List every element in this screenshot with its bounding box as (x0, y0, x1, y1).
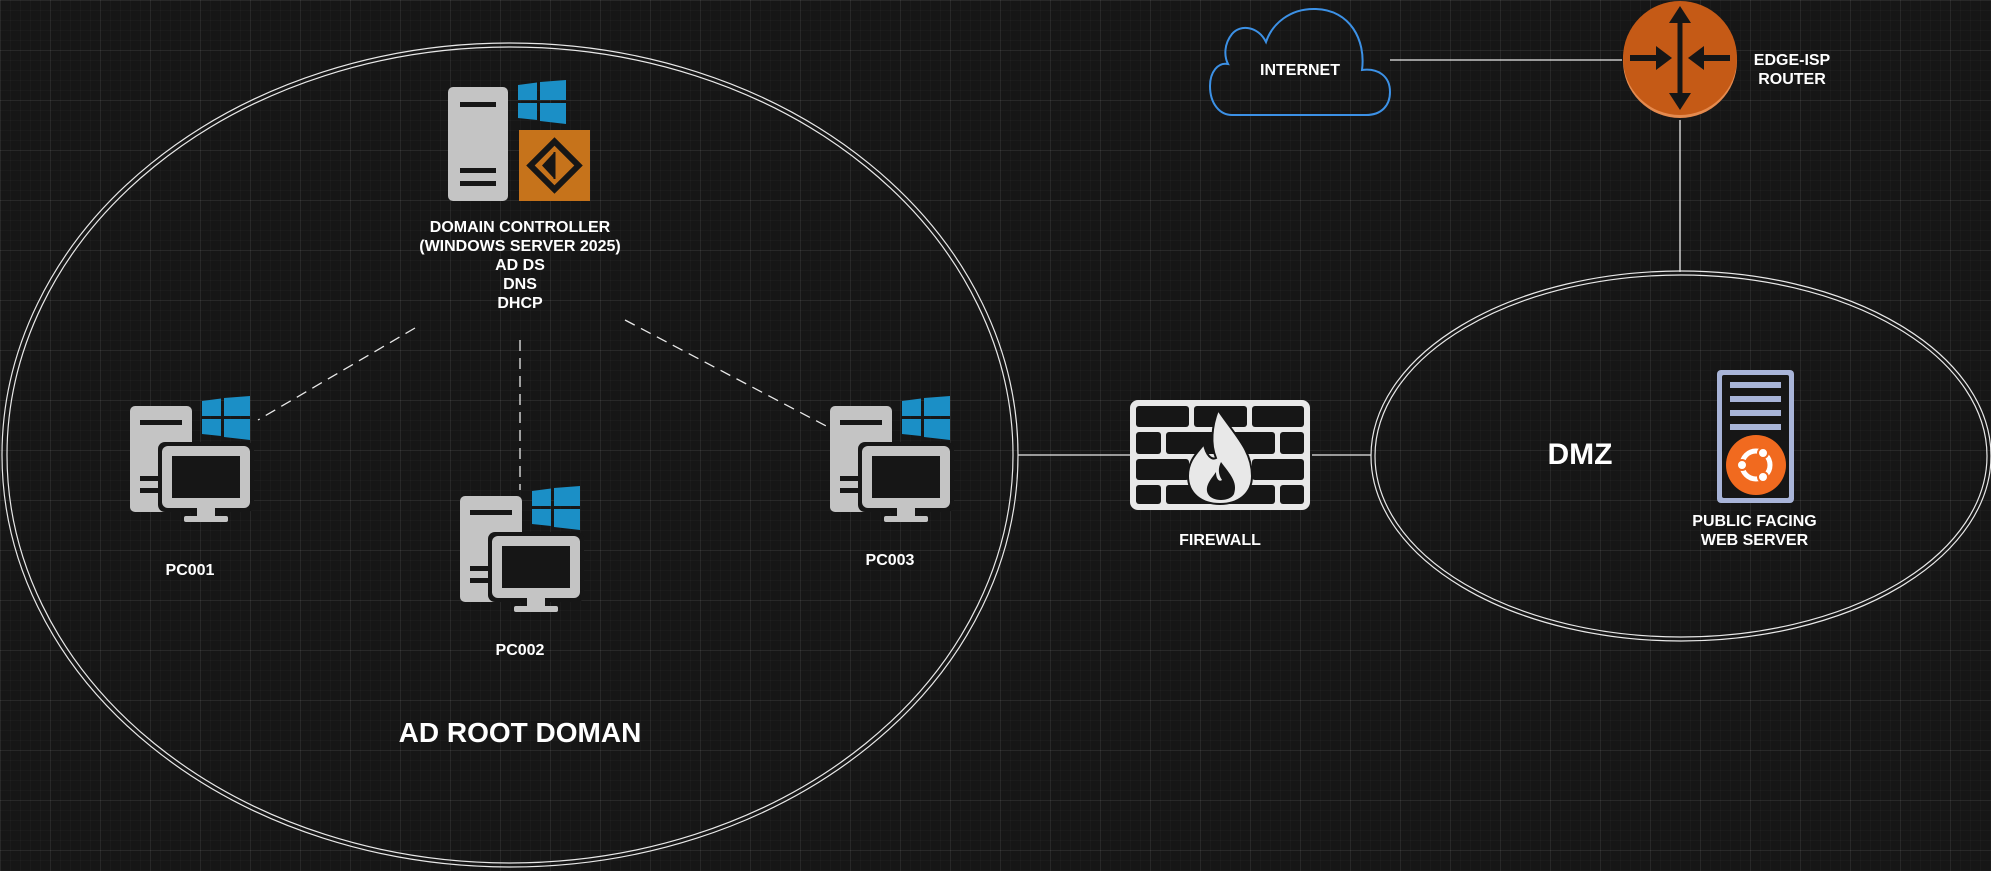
dashed-links (257, 319, 829, 490)
windows-server-ad-icon[interactable] (448, 80, 590, 201)
windows-workstation-icon[interactable] (460, 486, 584, 612)
router-icon[interactable] (1623, 1, 1737, 118)
dc-label-line: (WINDOWS SERVER 2025) (419, 238, 621, 255)
dmz-label: DMZ (1547, 438, 1613, 471)
router-label: EDGE-ISP ROUTER (1732, 51, 1852, 89)
firewall-label: FIREWALL (1179, 532, 1261, 549)
firewall-icon[interactable] (1130, 400, 1310, 510)
domain-controller-label: DOMAIN CONTROLLER (WINDOWS SERVER 2025) … (400, 218, 640, 313)
windows-workstation-icon[interactable] (830, 396, 954, 522)
internet-label: INTERNET (1260, 62, 1340, 79)
link-dc-pc003 (624, 319, 829, 428)
web-server-label: PUBLIC FACING WEB SERVER (1672, 512, 1837, 550)
router-label-line: EDGE-ISP (1753, 52, 1831, 69)
connection-lines (1018, 59, 1681, 456)
pc002-label: PC002 (495, 642, 545, 659)
pc003-label: PC003 (865, 552, 915, 569)
web-server-label-line: PUBLIC FACING (1692, 513, 1817, 530)
link-dc-pc001 (257, 327, 416, 421)
pc001-label: PC001 (165, 562, 215, 579)
web-server-label-line: WEB SERVER (1700, 532, 1809, 549)
dmz-zone (1370, 270, 1991, 642)
ad-root-domain-label: AD ROOT DOMAN (398, 717, 642, 748)
dc-label-line: AD DS (495, 257, 545, 274)
ubuntu-server-icon[interactable] (1717, 370, 1794, 503)
dc-label-line: DHCP (497, 295, 543, 312)
cloud-icon[interactable] (1208, 7, 1392, 116)
router-label-line: ROUTER (1758, 71, 1826, 88)
dc-label-line: DNS (503, 276, 537, 293)
windows-workstation-icon[interactable] (130, 396, 254, 522)
dc-label-line: DOMAIN CONTROLLER (429, 219, 611, 236)
